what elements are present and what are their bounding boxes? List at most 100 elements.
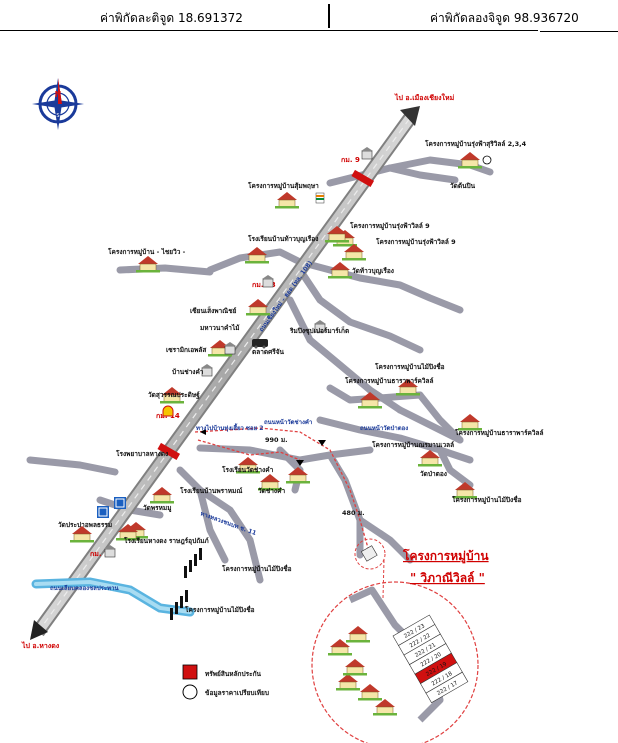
distance-480: 480 ม. xyxy=(342,509,365,517)
route-arrows xyxy=(200,429,326,466)
label-proj-ruangfah9: โครงการหมู่บ้านรุ่งฟ้าวิลล์ 9 xyxy=(349,221,430,231)
location-map: N S E W xyxy=(21,78,544,743)
arrow-south-icon xyxy=(30,620,48,640)
label-proj-rung-fah: โครงการหมู่บ้านรุ่งฟ้าสุริวิลล์ 2,3,4 xyxy=(424,139,527,149)
building-icon xyxy=(104,545,116,558)
label-proj-kharn-park: โครงการหมู่บ้านธาราพาร์ควิลล์ xyxy=(344,376,434,386)
bus-icon xyxy=(252,339,268,349)
convenience-store-icon xyxy=(315,192,325,204)
landmark-labels: โครงการหมู่บ้านรุ่งฟ้าสุริวิลล์ 2,3,4 วั… xyxy=(58,139,544,615)
house-icon xyxy=(396,379,420,396)
compass-north: N xyxy=(55,90,62,99)
building-icon xyxy=(361,147,373,160)
legend-comparison-label: ข้อมูลราคาเปรียบเทียบ xyxy=(205,688,269,698)
house-icon xyxy=(458,152,482,169)
label-wat-phra-mu: วัดพรหมมู xyxy=(143,504,172,513)
road-canal-label: ถนนเลียบคลองชลประทาน xyxy=(50,584,119,592)
legend-comparison-swatch xyxy=(182,684,198,700)
route-to-property xyxy=(194,427,369,549)
label-school-ban-phra: โรงเรียนบ้านพราหมณ์ xyxy=(179,486,242,495)
building-icon xyxy=(201,364,213,377)
distance-990: 990 ม. xyxy=(265,436,288,444)
label-wat-prapai: วัดประปาอพลธรรม xyxy=(58,521,112,529)
house-icon xyxy=(246,299,270,316)
label-school-bannua: โรงเรียนบ้านท้าวบุญเรือง xyxy=(247,234,318,243)
compass-rose-icon: N S E W xyxy=(32,78,84,130)
house-icon xyxy=(236,457,260,474)
house-icon xyxy=(325,226,349,243)
row-house-icon xyxy=(185,590,188,602)
label-hospital: โรงพยาบาลหางดง xyxy=(115,449,168,458)
label-ceramic-shop: เซียนเส็งพาณิชย์ xyxy=(190,306,237,315)
row-house-icon xyxy=(175,602,178,614)
building-icon xyxy=(262,275,274,288)
label-proj-sompon: โครงการหมู่บ้านสุ้มพฤษา xyxy=(247,181,319,191)
house-icon xyxy=(336,674,360,691)
house-icon xyxy=(342,244,366,261)
house-icon xyxy=(160,387,184,404)
label-watthana: เซรามิกเอพลัส xyxy=(166,346,206,354)
km17-marker: กม. 17 xyxy=(90,550,114,558)
label-wat-sampao: วัดสุวรรณประดิษฐ์ xyxy=(148,391,200,400)
label-proj-mai-ping4: โครงการหมู่บ้านไม้ปิงชื่อ xyxy=(184,604,255,615)
direction-hang-dong: ไป อ.หางดง xyxy=(21,641,60,650)
shell-station-icon xyxy=(162,405,174,417)
comparison-circle-icon xyxy=(482,155,492,165)
latitude-label: ค่าพิกัดละติจูด 18.691372 xyxy=(100,11,243,25)
longitude-label: ค่าพิกัดลองจิจูด 98.936720 xyxy=(430,11,579,25)
compass-west: W xyxy=(46,102,51,108)
house-icon xyxy=(458,414,482,431)
plot-cell xyxy=(425,671,469,704)
row-house-icon xyxy=(170,608,173,620)
label-proj-mai-ping: โครงการหมู่บ้านไม้ปิงชื่อ xyxy=(374,361,445,372)
row-house-icon xyxy=(189,560,192,572)
label-wat-ton-pin: วัดต้นปิน xyxy=(450,181,476,190)
collateral-markers xyxy=(157,169,375,460)
compass-south: S xyxy=(56,113,59,119)
label-school-chang-kham: โรงเรียนวัดช่างคำ xyxy=(221,465,274,474)
row-house-icon xyxy=(180,596,183,608)
house-icon xyxy=(70,526,94,543)
label-proj-mahan: โครงการหมู่บ้านณรมานเวลล์ xyxy=(371,440,454,450)
label-university: มหาวนาคำไม้ xyxy=(200,323,240,332)
road-kamphaeng-label: ถนนหน้าวัดช่างคำ xyxy=(264,418,312,426)
legend-collateral-swatch xyxy=(182,664,198,680)
road-banthai-label: ทางไปบ้านทุ่งเสี้ยว ซอย 2 xyxy=(196,422,263,432)
label-school-hangdong: โรงเรียนหางดง ราษฎร์อุปถัมภ์ xyxy=(123,536,209,545)
house-icon xyxy=(245,247,269,264)
label-proj-ruangfah9b: โครงการหมู่บ้านรุ่งฟ้าวิลล์ 9 xyxy=(375,237,456,247)
house-icon xyxy=(358,392,382,409)
road-right-label: ถนนหน้าวัดป่าตอง xyxy=(360,424,408,432)
subject-title-line2: " วิภาณีวิลล์ " xyxy=(410,571,485,585)
label-proj-mai-ping2: โครงการหมู่บ้านไม้ปิงชื่อ xyxy=(451,494,522,505)
house-icon xyxy=(275,192,299,209)
hospital-icon xyxy=(97,506,109,518)
main-highway xyxy=(30,106,420,640)
house-icon xyxy=(358,684,382,701)
label-wat-thao-boon: วัดท้าวบุญเรือง xyxy=(352,266,394,275)
house-icon xyxy=(328,639,352,656)
house-icon xyxy=(418,450,442,467)
house-icon xyxy=(453,482,477,499)
house-icon xyxy=(343,659,367,676)
property-small-circle xyxy=(354,538,386,599)
house-icon xyxy=(116,524,140,541)
building-icon xyxy=(224,342,236,355)
house-icon xyxy=(328,262,352,279)
label-supermarket: ริมปิงซุปเปอร์มาร์เก็ต xyxy=(289,326,349,335)
compass-east: E xyxy=(66,102,69,108)
label-ban-chang-kham: บ้านช่างคำ xyxy=(172,367,204,376)
legend-collateral-label: ทรัพย์สินหลักประกัน xyxy=(205,670,262,678)
row-house-icon xyxy=(184,566,187,578)
label-proj-mai-ping3: โครงการหมู่บ้านไม้ปิงชื่อ xyxy=(221,563,292,574)
arrow-north-icon xyxy=(400,106,420,126)
house-icon xyxy=(346,626,370,643)
building-icon xyxy=(314,320,326,333)
km9-marker: กม. 9 xyxy=(341,156,360,164)
coordinate-divider xyxy=(328,4,330,28)
hospital-icon xyxy=(114,497,126,509)
label-market: ตลาดศรีจัน xyxy=(252,348,285,356)
coordinate-bar: ค่าพิกัดละติจูด 18.691372 ค่าพิกัดลองจิจ… xyxy=(0,0,618,32)
coordinate-underline xyxy=(0,30,538,31)
